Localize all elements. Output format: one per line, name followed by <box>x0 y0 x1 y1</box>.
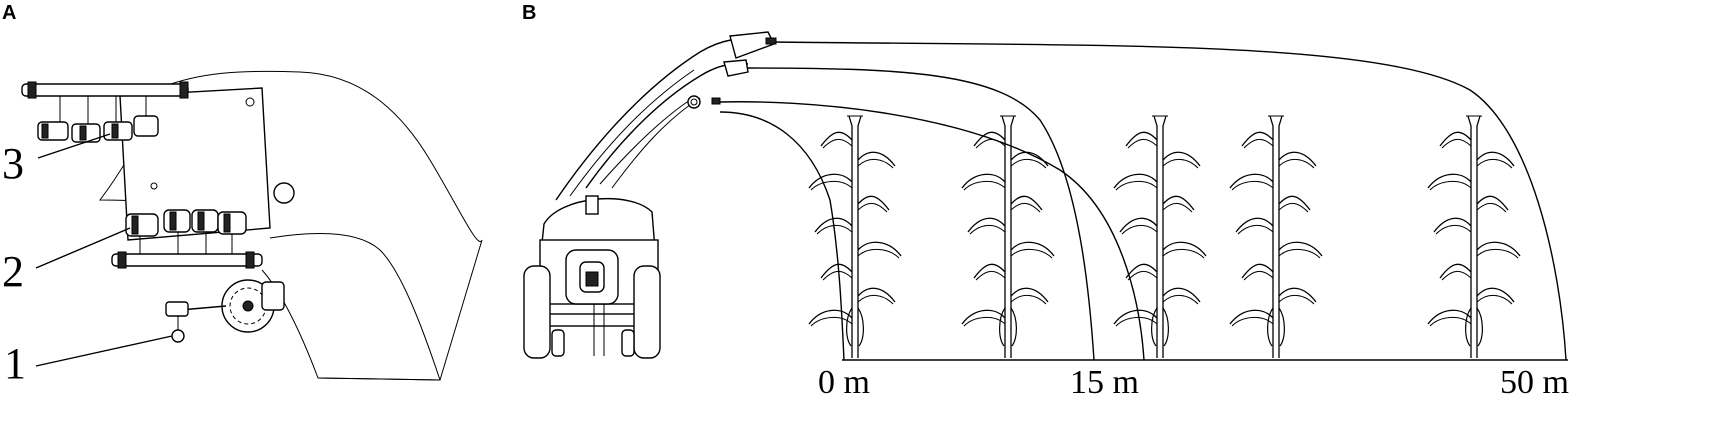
distance-label-50m: 50 m <box>1500 364 1569 401</box>
panel-b-letter: B <box>522 2 537 24</box>
corn-plant <box>961 115 1055 358</box>
middle-nozzle-row <box>125 209 247 254</box>
sprocket-assembly <box>165 279 285 343</box>
corn-plant <box>1427 115 1521 358</box>
corn-plant <box>808 115 902 358</box>
corn-plant <box>1113 115 1207 358</box>
spray-arc-15m <box>747 67 1095 361</box>
spray-arc-mid <box>719 101 1145 361</box>
corn-plants <box>808 115 1521 358</box>
panel-a-letter: A <box>2 2 17 24</box>
leader-line-1 <box>35 335 173 367</box>
spray-arc-0m <box>719 111 845 361</box>
left-wheel <box>523 265 551 359</box>
corn-plant <box>1229 115 1323 358</box>
callout-1: 1 <box>4 339 26 388</box>
leader-line-3 <box>37 133 111 159</box>
spray-trajectories <box>719 41 1567 361</box>
right-wheel <box>633 265 661 359</box>
upper-nozzle-row <box>37 96 159 143</box>
distance-label-0m: 0 m <box>818 364 870 401</box>
callout-2: 2 <box>2 247 24 296</box>
distance-label-15m: 15 m <box>1070 364 1139 401</box>
callout-3: 3 <box>2 139 24 188</box>
spray-arc-50m <box>775 41 1567 361</box>
sprayer-head-assembly <box>21 70 483 381</box>
leader-line-2 <box>35 227 131 269</box>
sprayer-vehicle <box>523 31 777 359</box>
